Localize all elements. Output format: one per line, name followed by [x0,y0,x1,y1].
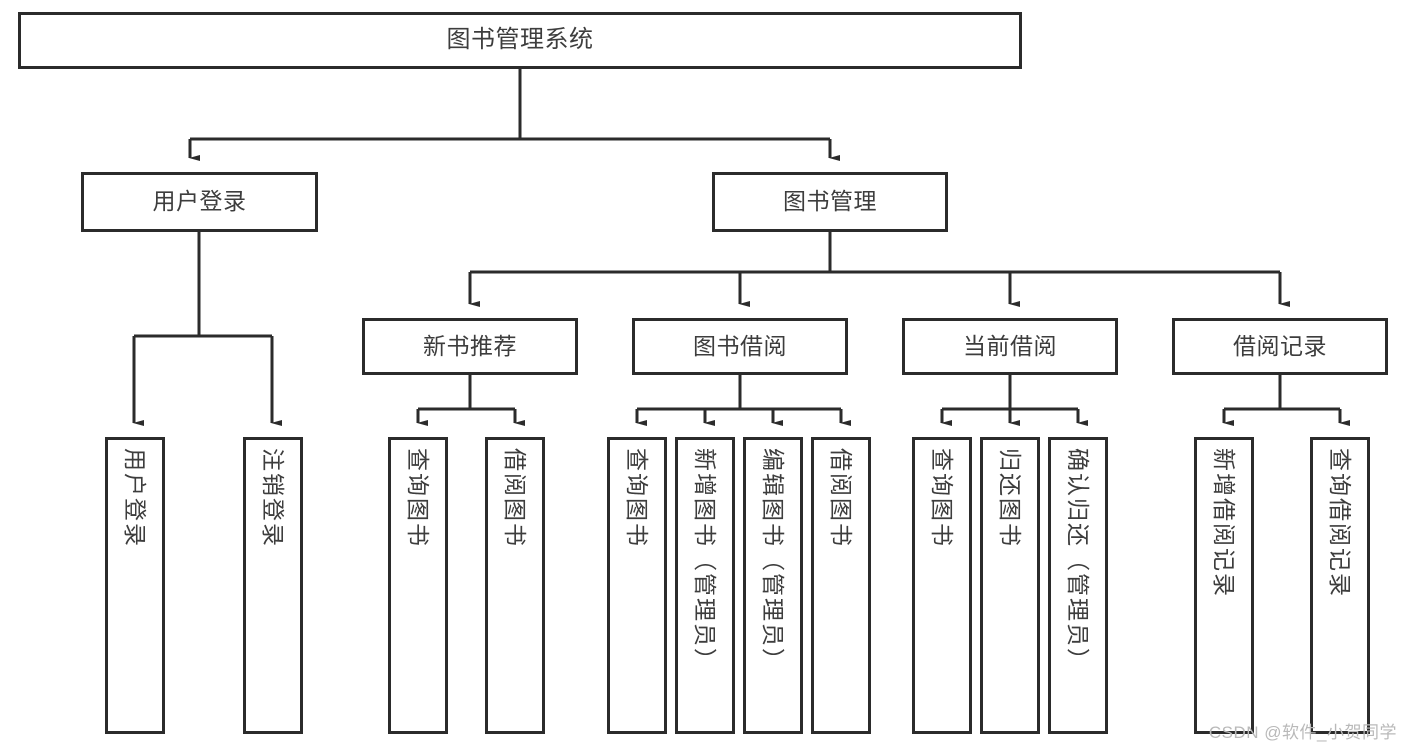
node-leaf-query-borrow-record[interactable]: 查询借阅记录 [1310,437,1370,734]
node-leaf-borrow-book-1[interactable]: 借阅图书 [485,437,545,734]
node-current-borrow[interactable]: 当前借阅 [902,318,1118,375]
node-leaf-query-book-1-label: 查询图书 [405,448,432,548]
node-book-borrow[interactable]: 图书借阅 [632,318,848,375]
node-borrow-record[interactable]: 借阅记录 [1172,318,1388,375]
node-user-login[interactable]: 用户登录 [81,172,318,232]
node-leaf-borrow-book-2-label: 借阅图书 [828,448,855,548]
node-leaf-query-book-2-label: 查询图书 [624,448,651,548]
node-leaf-query-book-3-label: 查询图书 [929,448,956,548]
node-new-book-recommend-label: 新书推荐 [423,332,517,359]
node-new-book-recommend[interactable]: 新书推荐 [362,318,578,375]
node-leaf-edit-book-admin-label: 编辑图书（管理员） [760,448,787,673]
node-current-borrow-label: 当前借阅 [963,332,1057,359]
node-leaf-add-book-admin[interactable]: 新增图书（管理员） [675,437,735,734]
node-leaf-add-borrow-record-label: 新增借阅记录 [1211,448,1238,598]
node-leaf-borrow-book-2[interactable]: 借阅图书 [811,437,871,734]
node-leaf-borrow-book-1-label: 借阅图书 [502,448,529,548]
node-leaf-user-login[interactable]: 用户登录 [105,437,165,734]
node-user-login-label: 用户登录 [152,188,247,215]
node-root[interactable]: 图书管理系统 [18,12,1022,69]
node-leaf-query-book-1[interactable]: 查询图书 [388,437,448,734]
node-leaf-confirm-return-admin[interactable]: 确认归还（管理员） [1048,437,1108,734]
node-leaf-query-borrow-record-label: 查询借阅记录 [1327,448,1354,598]
node-leaf-add-borrow-record[interactable]: 新增借阅记录 [1194,437,1254,734]
node-leaf-return-book[interactable]: 归还图书 [980,437,1040,734]
csdn-watermark: CSDN @软件_小贺同学 [1208,723,1397,742]
node-book-borrow-label: 图书借阅 [693,332,787,359]
node-leaf-add-book-admin-label: 新增图书（管理员） [692,448,719,673]
node-book-manage[interactable]: 图书管理 [712,172,948,232]
node-leaf-confirm-return-admin-label: 确认归还（管理员） [1065,448,1092,673]
node-leaf-logout-login-label: 注销登录 [260,448,287,548]
node-leaf-user-login-label: 用户登录 [122,448,149,548]
node-book-manage-label: 图书管理 [783,188,877,215]
node-root-label: 图书管理系统 [446,26,594,54]
node-leaf-return-book-label: 归还图书 [997,448,1024,548]
node-leaf-logout-login[interactable]: 注销登录 [243,437,303,734]
node-leaf-query-book-3[interactable]: 查询图书 [912,437,972,734]
node-leaf-query-book-2[interactable]: 查询图书 [607,437,667,734]
node-leaf-edit-book-admin[interactable]: 编辑图书（管理员） [743,437,803,734]
node-borrow-record-label: 借阅记录 [1233,332,1327,359]
